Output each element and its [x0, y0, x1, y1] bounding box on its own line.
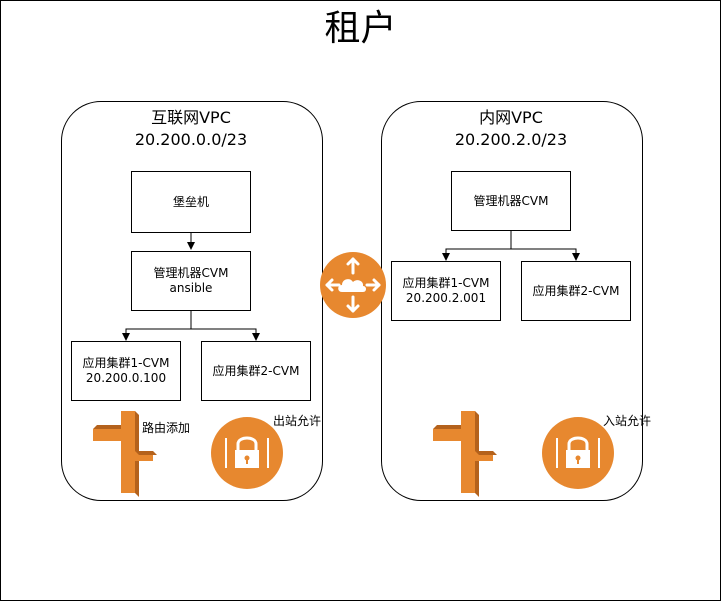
inbound-allow-label: 入站允许 — [603, 414, 652, 428]
cluster1-internet-box[interactable]: 应用集群1-CVM 20.200.0.100 — [71, 341, 181, 401]
cluster1-label: 应用集群1-CVM — [402, 276, 490, 290]
vpc-internet-cidr: 20.200.0.0/23 — [134, 130, 248, 149]
outbound-allow-label: 出站允许 — [273, 414, 322, 428]
vpc-intranet-cidr: 20.200.2.0/23 — [454, 130, 568, 149]
mgmt-cvm-sublabel: ansible — [169, 281, 213, 295]
cluster1-label: 应用集群1-CVM — [82, 356, 170, 370]
mgmt-cvm-internet-box[interactable]: 管理机器CVM ansible — [131, 251, 251, 311]
cluster1-ip: 20.200.0.100 — [85, 371, 167, 385]
cluster2-intranet-box[interactable]: 应用集群2-CVM — [521, 261, 631, 321]
edge-mgmt-cluster2-internet — [191, 328, 260, 341]
edge-mgmt-clusters-internet — [122, 311, 192, 341]
router-icon[interactable] — [319, 251, 387, 319]
mgmt-cvm-label: 管理机器CVM — [473, 193, 549, 208]
vpc-intranet-header: 内网VPC 20.200.2.0/23 — [381, 107, 641, 151]
cluster2-label: 应用集群2-CVM — [212, 363, 300, 378]
cluster2-label: 应用集群2-CVM — [532, 283, 620, 298]
bastion-host-box[interactable]: 堡垒机 — [131, 171, 251, 233]
mgmt-cvm-label: 管理机器CVM — [153, 266, 229, 280]
route-table-icon — [93, 411, 157, 497]
bastion-host-label: 堡垒机 — [172, 194, 209, 209]
cluster1-intranet-box[interactable]: 应用集群1-CVM 20.200.2.001 — [391, 261, 501, 321]
vpc-internet-name: 互联网VPC — [151, 108, 231, 127]
vpc-internet-header: 互联网VPC 20.200.0.0/23 — [61, 107, 321, 151]
page-title: 租户 — [324, 8, 397, 49]
cluster2-internet-box[interactable]: 应用集群2-CVM — [201, 341, 311, 401]
mgmt-cvm-intranet-box[interactable]: 管理机器CVM — [451, 171, 571, 231]
edge-mgmt-cluster2-intranet — [511, 248, 580, 261]
edge-mgmt-clusters-intranet — [442, 231, 512, 261]
padlock-icon — [542, 417, 614, 489]
vpc-intranet-name: 内网VPC — [479, 108, 543, 127]
route-add-label: 路由添加 — [142, 421, 191, 435]
padlock-icon — [211, 417, 283, 489]
route-table-icon — [433, 411, 497, 497]
cluster1-ip: 20.200.2.001 — [405, 291, 487, 305]
